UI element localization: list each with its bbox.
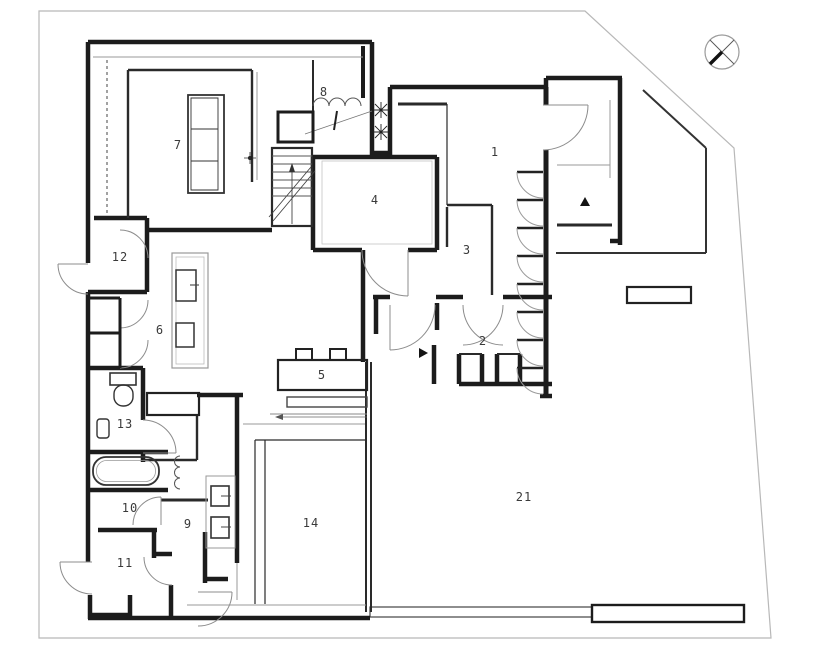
sofa	[187, 94, 225, 194]
closet-folding-door	[312, 97, 362, 107]
room-label-2: 2	[479, 334, 487, 348]
bathtub	[92, 456, 160, 486]
room-label-7: 7	[174, 138, 182, 152]
staircase	[244, 146, 316, 228]
terrace-edge-wall	[590, 603, 746, 624]
vanity-double-sink	[205, 475, 236, 549]
room-label-21: 21	[516, 490, 532, 504]
stair-direction-arrow-icon	[289, 163, 295, 172]
room-label-13: 13	[117, 417, 133, 431]
floor-lines	[93, 56, 611, 606]
island-cooktop	[175, 322, 195, 348]
room-label-10: 10	[122, 501, 138, 515]
wall-closet-cells	[88, 296, 122, 370]
terrace-step	[369, 606, 593, 618]
room-label-5: 5	[318, 368, 326, 382]
side-entrance-marker-icon	[419, 348, 428, 358]
room-label-3: 3	[463, 243, 471, 257]
toilet	[109, 372, 137, 407]
planter-plants	[373, 102, 389, 140]
folding-doors	[174, 97, 373, 490]
door-swings	[57, 104, 589, 627]
interior-partitions	[126, 60, 612, 612]
room-label-14: 14	[303, 516, 319, 530]
hand-sink	[96, 418, 110, 439]
north-indicator-icon	[704, 34, 740, 70]
exterior-site-walls	[369, 89, 746, 624]
entry-locker	[276, 110, 315, 144]
slope-arrow-icon	[275, 414, 283, 420]
room-label-9: 9	[184, 517, 192, 531]
fixtures	[92, 94, 389, 549]
closet-door-row	[516, 170, 544, 395]
room-label-8: 8	[320, 85, 328, 99]
step-platform	[286, 396, 368, 408]
exterior-walls	[85, 39, 623, 621]
entrance-marker-icon	[580, 197, 590, 206]
storage-cabinet	[145, 391, 201, 417]
garden-bench	[625, 285, 693, 305]
site-boundary	[38, 10, 772, 639]
kitchen-counter	[276, 348, 369, 392]
front-door-swing	[542, 104, 589, 151]
room-label-1: 1	[491, 145, 499, 159]
entrance-markers	[419, 197, 590, 358]
room-label-11: 11	[117, 556, 133, 570]
room-label-4: 4	[371, 193, 379, 207]
room-label-6: 6	[156, 323, 164, 337]
room-label-12: 12	[112, 250, 128, 264]
kitchen-island	[171, 252, 209, 369]
bath-folding-door	[174, 455, 181, 490]
